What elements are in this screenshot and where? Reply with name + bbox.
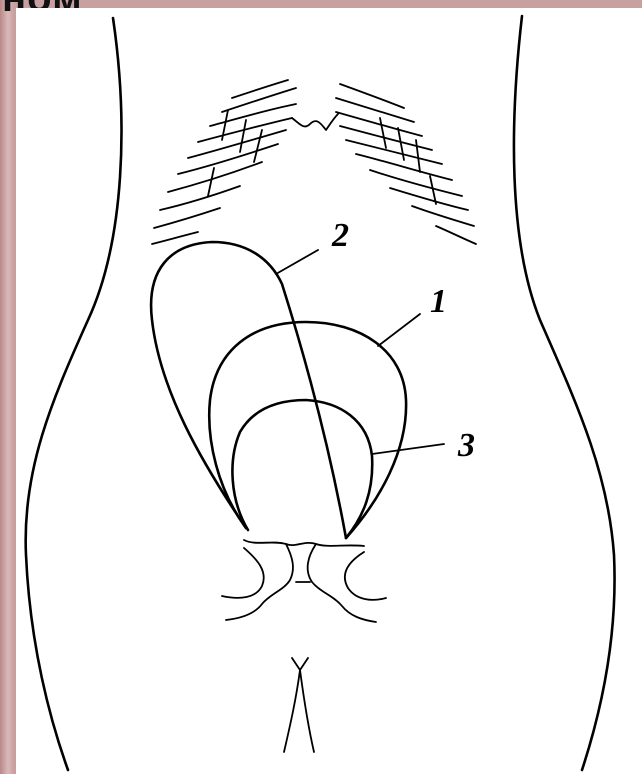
rib-cage-right: [336, 84, 476, 244]
leader-line-3: [372, 444, 444, 454]
xiphoid: [292, 114, 338, 130]
label-2: 2: [331, 217, 349, 254]
uterus-outline-3: [232, 400, 372, 538]
leader-line-1: [378, 314, 420, 346]
leader-line-2: [276, 250, 318, 274]
body-outline-right: [514, 16, 615, 770]
label-3: 3: [457, 427, 475, 464]
pelvis: [222, 540, 386, 622]
rib-cage-left: [152, 80, 296, 244]
uterus-outline-2: [151, 242, 346, 538]
pubic-cleft: [284, 658, 314, 752]
body-outline-left: [26, 18, 122, 770]
uterus-outline-1: [209, 322, 406, 538]
label-1: 1: [430, 283, 447, 320]
